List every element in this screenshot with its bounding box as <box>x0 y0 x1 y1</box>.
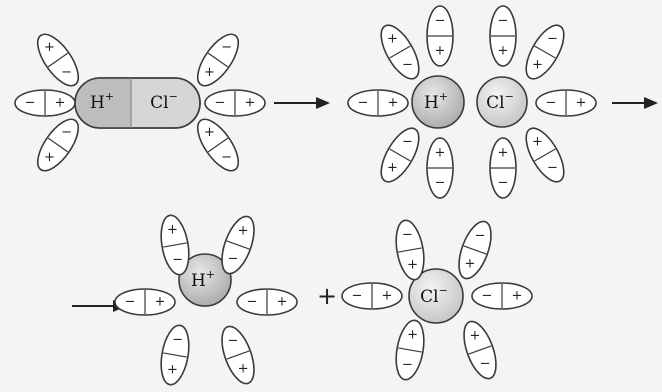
water-dipole-icon <box>453 217 498 282</box>
minus-sign: − <box>498 14 509 29</box>
water-dipole-icon <box>30 28 86 92</box>
minus-sign: − <box>435 176 446 191</box>
plus-sign: + <box>44 150 55 165</box>
plus-operator: + <box>317 282 337 310</box>
water-dipole-icon <box>190 28 246 92</box>
minus-sign: − <box>172 252 183 267</box>
plus-sign: + <box>44 40 55 55</box>
cl-ion-solvating: Cl− <box>477 77 527 127</box>
minus-sign: − <box>498 176 509 191</box>
minus-sign: − <box>215 96 226 111</box>
plus-sign: + <box>512 289 523 304</box>
plus-sign: + <box>498 146 509 161</box>
minus-sign: − <box>227 252 238 267</box>
minus-sign: − <box>227 333 238 348</box>
plus-sign: + <box>167 223 178 238</box>
minus-sign: − <box>402 357 413 372</box>
minus-sign: − <box>25 96 36 111</box>
plus-sign: + <box>238 362 249 377</box>
minus-sign: − <box>546 96 557 111</box>
plus-sign: + <box>167 362 178 377</box>
plus-sign: + <box>245 96 256 111</box>
plus-sign: + <box>407 328 418 343</box>
minus-sign: − <box>61 125 72 140</box>
minus-sign: − <box>402 135 413 150</box>
plus-sign: + <box>155 295 166 310</box>
minus-sign: − <box>547 32 558 47</box>
plus-sign: + <box>204 65 215 80</box>
minus-sign: − <box>61 65 72 80</box>
water-dipole-icon <box>374 20 427 85</box>
minus-sign: − <box>247 295 258 310</box>
minus-sign: − <box>358 96 369 111</box>
plus-sign: + <box>469 328 480 343</box>
water-dipole-icon <box>374 123 427 188</box>
plus-sign: + <box>532 135 543 150</box>
minus-sign: − <box>402 228 413 243</box>
minus-sign: − <box>435 14 446 29</box>
minus-sign: − <box>221 40 232 55</box>
minus-sign: − <box>352 289 363 304</box>
plus-sign: + <box>277 295 288 310</box>
plus-sign: + <box>407 257 418 272</box>
water-dipole-icon <box>519 123 572 188</box>
minus-sign: − <box>402 58 413 73</box>
minus-sign: − <box>221 150 232 165</box>
reaction-arrow-icon <box>612 97 658 109</box>
plus-sign: + <box>204 125 215 140</box>
plus-sign: + <box>388 96 399 111</box>
minus-sign: − <box>125 295 136 310</box>
minus-sign: − <box>480 357 491 372</box>
minus-sign: − <box>482 289 493 304</box>
plus-sign: + <box>435 44 446 59</box>
water-dipole-icon <box>190 113 246 177</box>
h-ion-solvating: H+ <box>412 76 464 128</box>
plus-sign: + <box>464 257 475 272</box>
plus-sign: + <box>238 223 249 238</box>
plus-sign: + <box>498 44 509 59</box>
water-dipole-icon <box>458 317 503 382</box>
water-dipole-icon <box>519 20 572 85</box>
water-dipole-icon <box>30 113 86 177</box>
plus-sign: + <box>387 32 398 47</box>
plus-sign: + <box>55 96 66 111</box>
hcl-molecule: H+ Cl− <box>75 78 200 128</box>
minus-sign: − <box>172 333 183 348</box>
plus-sign: + <box>532 58 543 73</box>
plus-sign: + <box>435 146 446 161</box>
minus-sign: − <box>475 228 486 243</box>
reaction-arrow-icon <box>274 97 330 109</box>
plus-sign: + <box>576 96 587 111</box>
water-dipole-icon <box>216 322 261 387</box>
plus-sign: + <box>387 161 398 176</box>
plus-sign: + <box>382 289 393 304</box>
minus-sign: − <box>547 161 558 176</box>
